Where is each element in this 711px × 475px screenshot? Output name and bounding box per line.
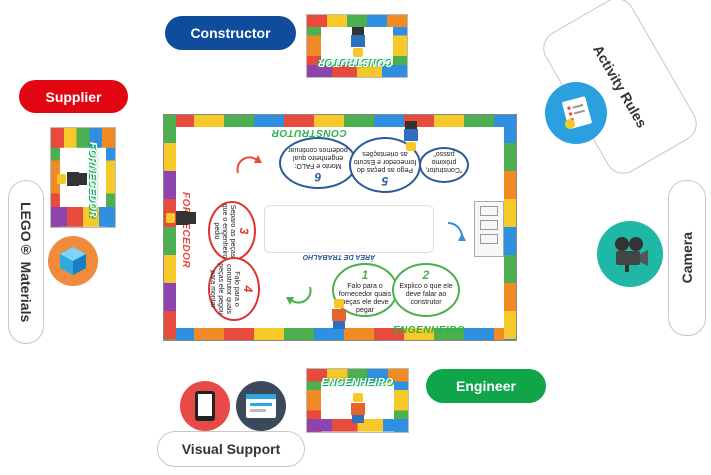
activity-rules-icon	[545, 82, 607, 144]
lego-cube-icon	[48, 236, 98, 286]
camera-icon	[597, 221, 663, 287]
tablet-icon	[180, 381, 230, 431]
visual-support-label: Visual Support	[157, 431, 305, 467]
engineer-minifig	[351, 393, 365, 423]
bubble-3: 3 Separo as peças que o engenheiro pediu	[208, 201, 256, 261]
bubble-6: 6 Monto e FALO: engenheiro qual podemos …	[279, 137, 357, 189]
mat-rules-card	[474, 201, 504, 257]
bubble-1: 1 Falo para o fornecedor quais peças ele…	[332, 263, 398, 317]
constructor-label: Constructor	[165, 16, 296, 50]
mat-left-label: FORNECEDOR	[180, 191, 191, 269]
constructor-card: CONSTRUTOR	[306, 14, 408, 78]
supplier-card-label: FORNECEDOR	[87, 142, 98, 219]
bubble-2: 2 Explico o que ele deve falar ao constr…	[392, 263, 460, 317]
lego-materials-label: LEGO® Materials	[8, 180, 44, 344]
engineer-label: Engineer	[426, 369, 546, 403]
engineer-card-label: ENGENHEIRO	[321, 377, 394, 388]
bubble-constructor-next: "Construtor, próximo passo"	[419, 147, 469, 183]
mat-supplier-minifig	[166, 211, 196, 225]
cycle-arrow-icon	[447, 222, 466, 241]
mat-engineer-minifig	[332, 299, 346, 329]
supplier-card: FORNECEDOR	[50, 127, 116, 228]
constructor-card-label: CONSTRUTOR	[317, 57, 393, 68]
work-mat: CONSTRUTOR FORNECEDOR ENGENHEIRO ÁREA DE…	[163, 114, 517, 341]
work-area-label: ÁREA DE TRABALHO	[302, 253, 376, 260]
mat-top-label: CONSTRUTOR	[271, 127, 347, 138]
supplier-label: Supplier	[19, 80, 128, 113]
cycle-arrow-icon	[236, 155, 262, 174]
work-area	[264, 205, 434, 253]
supplier-minifig	[57, 172, 87, 186]
engineer-card: ENGENHEIRO	[306, 368, 409, 433]
camera-label: Camera	[668, 180, 706, 336]
mat-bottom-label: ENGENHEIRO	[392, 325, 466, 336]
cycle-arrow-icon	[286, 286, 312, 305]
constructor-minifig	[351, 27, 365, 57]
mat-constructor-minifig	[404, 121, 418, 151]
slideshow-icon	[236, 381, 286, 431]
bubble-4: 4 Falo para o construtor quais peças ele…	[208, 257, 260, 321]
